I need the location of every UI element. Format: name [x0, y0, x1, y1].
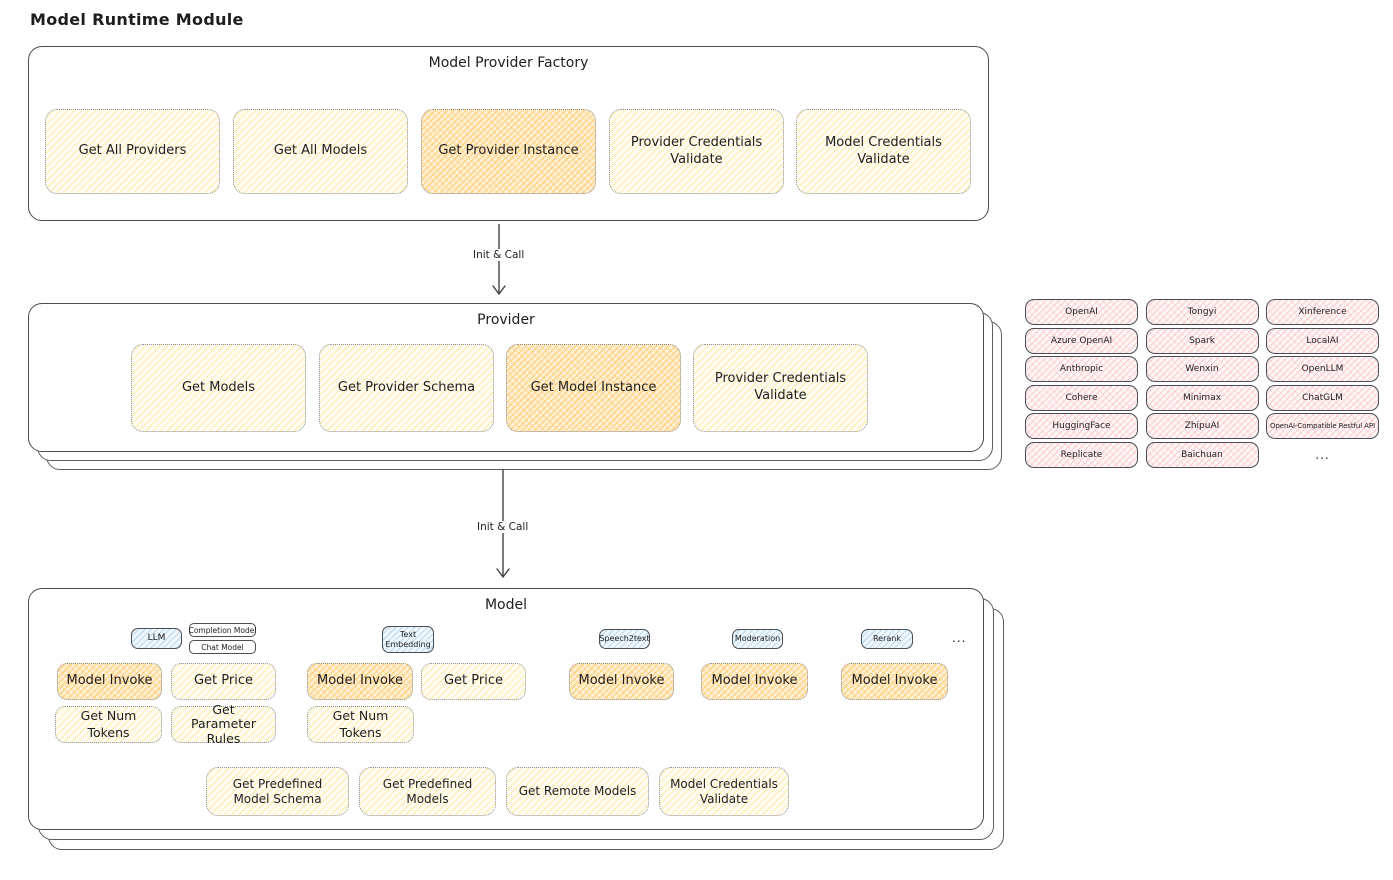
tag-moderation: Moderation — [732, 629, 783, 649]
provider-item-baichuan: Baichuan — [1145, 441, 1259, 468]
model-box-invoke-rerank: Model Invoke — [841, 663, 948, 700]
provider-item-localai: LocalAI — [1266, 327, 1379, 354]
tag-speech2text: Speech2text — [599, 629, 650, 649]
page-title: Model Runtime Module — [30, 10, 244, 29]
tag-chat-model: Chat Model — [189, 640, 256, 654]
factory-box-get-provider-instance: Get Provider Instance — [421, 109, 596, 194]
provider-item-tongyi: Tongyi — [1145, 299, 1259, 325]
provider-item-replicate: Replicate — [1025, 441, 1138, 468]
factory-title: Model Provider Factory — [428, 55, 589, 71]
tag-text-embedding: Text Embedding — [382, 626, 434, 653]
factory-container: Model Provider Factory Get All Providers… — [28, 46, 989, 221]
provider-item-cohere: Cohere — [1025, 384, 1138, 411]
model-box-invoke-moderation: Model Invoke — [701, 663, 808, 700]
model-box-model-credentials-validate: Model Credentials Validate — [659, 767, 789, 816]
model-container: Model LLM Completion Model Chat Model Te… — [28, 588, 984, 830]
providers-panel: OpenAI Tongyi Xinference Azure OpenAI Sp… — [1025, 299, 1379, 468]
providers-ellipsis: ... — [1315, 447, 1330, 462]
provider-item-zhipuai: ZhipuAI — [1145, 413, 1259, 439]
provider-item-huggingface: HuggingFace — [1025, 413, 1138, 439]
model-box-get-predefined-models: Get Predefined Models — [359, 767, 496, 816]
model-box-invoke-llm: Model Invoke — [57, 663, 162, 700]
arrow1-label: Init & Call — [470, 249, 528, 261]
provider-title: Provider — [477, 312, 535, 328]
model-box-invoke-text-embedding: Model Invoke — [307, 663, 413, 700]
provider-item-openllm: OpenLLM — [1266, 356, 1379, 382]
provider-item-openai-compatible-restful-api: OpenAI-Compatible Restful API — [1266, 413, 1379, 439]
model-tags-ellipsis: ... — [952, 631, 967, 645]
provider-item-anthropic: Anthropic — [1025, 356, 1138, 382]
model-title: Model — [484, 597, 528, 613]
provider-item-azure-openai: Azure OpenAI — [1025, 327, 1138, 354]
provider-box-provider-credentials-validate: Provider Credentials Validate — [693, 344, 868, 432]
provider-item-xinference: Xinference — [1266, 299, 1379, 325]
model-box-get-parameter-rules: Get Parameter Rules — [171, 702, 276, 745]
provider-item-chatglm: ChatGLM — [1266, 384, 1379, 411]
model-box-get-remote-models: Get Remote Models — [506, 767, 649, 816]
provider-item-openai: OpenAI — [1025, 299, 1138, 325]
arrow2-label: Init & Call — [474, 521, 532, 533]
provider-box-get-provider-schema: Get Provider Schema — [319, 344, 494, 432]
model-box-get-num-tokens-llm: Get Num Tokens — [55, 706, 162, 743]
model-box-get-num-tokens-text-embedding: Get Num Tokens — [307, 706, 414, 743]
tag-llm: LLM — [131, 628, 182, 649]
provider-container: Provider Get Models Get Provider Schema … — [28, 303, 984, 452]
model-box-get-price-llm: Get Price — [171, 663, 276, 700]
tag-rerank: Rerank — [861, 629, 913, 649]
factory-box-model-credentials-validate: Model Credentials Validate — [796, 109, 971, 194]
model-box-get-predefined-model-schema: Get Predefined Model Schema — [206, 767, 349, 816]
provider-item-wenxin: Wenxin — [1145, 356, 1259, 382]
provider-item-spark: Spark — [1145, 327, 1259, 354]
factory-box-get-all-providers: Get All Providers — [45, 109, 220, 194]
model-box-get-price-text-embedding: Get Price — [421, 663, 526, 700]
provider-item-minimax: Minimax — [1145, 384, 1259, 411]
provider-box-get-models: Get Models — [131, 344, 306, 432]
provider-box-get-model-instance: Get Model Instance — [506, 344, 681, 432]
tag-completion-model: Completion Model — [189, 623, 256, 637]
factory-box-provider-credentials-validate: Provider Credentials Validate — [609, 109, 784, 194]
factory-box-get-all-models: Get All Models — [233, 109, 408, 194]
model-box-invoke-speech2text: Model Invoke — [569, 663, 674, 700]
